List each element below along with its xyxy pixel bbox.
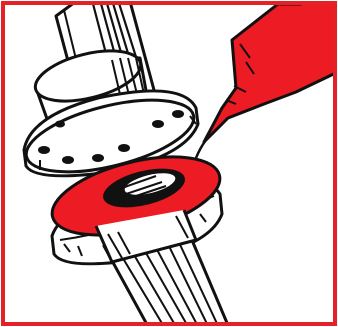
bolt-hole <box>172 110 184 118</box>
bolt-hole <box>92 154 104 162</box>
bolt-hole <box>152 120 164 128</box>
bolt-hole <box>38 146 50 154</box>
bolt-hole <box>62 156 74 164</box>
bolt-hole <box>55 121 65 128</box>
bolt-hole <box>118 144 130 152</box>
